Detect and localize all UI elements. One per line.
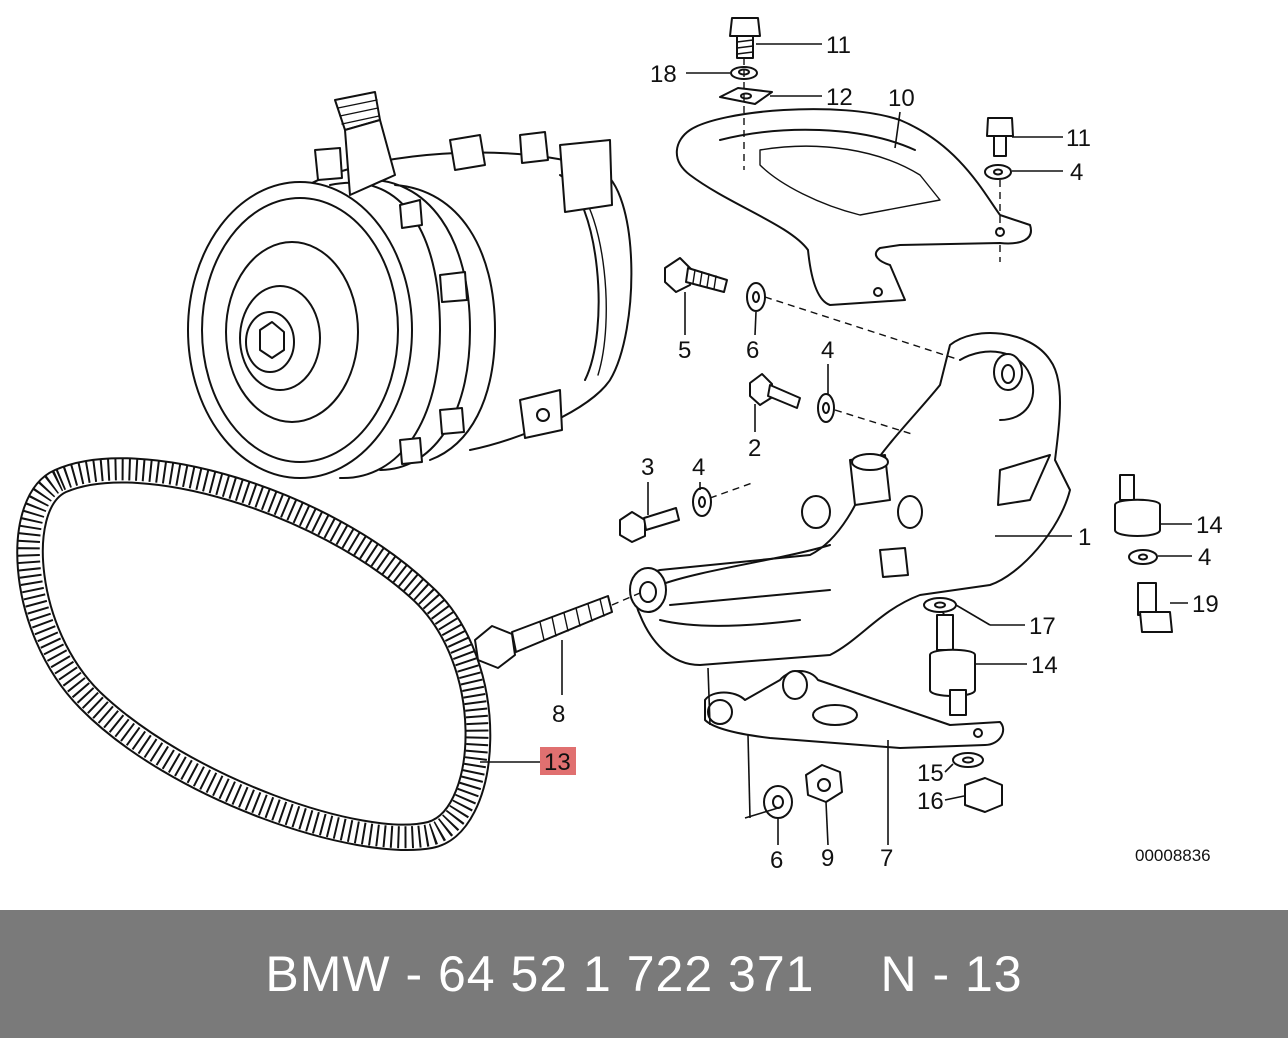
- callout-label: 4: [821, 337, 834, 364]
- diagram-position-text: N - 13: [880, 946, 1023, 1002]
- diagram-reference-code: 00008836: [1135, 846, 1211, 865]
- callout-label: 2: [748, 435, 761, 462]
- callout-label: 1: [1078, 524, 1091, 551]
- ac-compressor-drawing: [187, 91, 633, 480]
- exploded-parts-diagram: 11 18 12 10 11 4 5 6 4 2 3 4 1 14 4 19 1…: [16, 17, 1223, 874]
- callout-label: 5: [678, 337, 691, 364]
- callout-label: 4: [1070, 159, 1083, 186]
- callout-label: 11: [826, 32, 851, 59]
- callout-label: 10: [888, 85, 915, 112]
- highlighted-callout-label: 13: [544, 749, 571, 776]
- callout-label: 7: [880, 845, 893, 872]
- callout-label: 19: [1192, 591, 1219, 618]
- callout-label: 16: [917, 788, 944, 815]
- assembly-guide-lines: [611, 58, 1001, 616]
- callout-label: 4: [692, 454, 705, 481]
- callout-label: 6: [746, 337, 759, 364]
- callout-label: 18: [650, 61, 677, 88]
- callout-label: 14: [1031, 652, 1058, 679]
- callout-leader-lines: [480, 43, 1192, 846]
- callout-label: 12: [826, 84, 853, 111]
- callout-label: 3: [641, 454, 654, 481]
- highlighted-callout-background: [540, 747, 576, 775]
- callout-label: 6: [770, 847, 783, 874]
- top-support-bracket-drawing: [675, 108, 1032, 306]
- callout-label: 14: [1196, 512, 1223, 539]
- callout-label: 15: [917, 760, 944, 787]
- callout-label: 4: [1198, 544, 1211, 571]
- callout-label: 11: [1066, 125, 1091, 152]
- callout-label: 17: [1029, 613, 1056, 640]
- callout-label: 8: [552, 701, 565, 728]
- callout-label: 9: [821, 845, 834, 872]
- part-number-footer: BMW - 64 52 1 722 371 N - 13: [0, 910, 1288, 1038]
- part-number-text: BMW - 64 52 1 722 371: [265, 946, 815, 1002]
- main-mounting-bracket-drawing: [629, 332, 1071, 666]
- drive-belt-drawing: [16, 457, 492, 851]
- callout-labels: 11 18 12 10 11 4 5 6 4 2 3 4 1 14 4 19 1…: [540, 32, 1223, 874]
- lower-tension-plate-drawing: [704, 670, 1005, 749]
